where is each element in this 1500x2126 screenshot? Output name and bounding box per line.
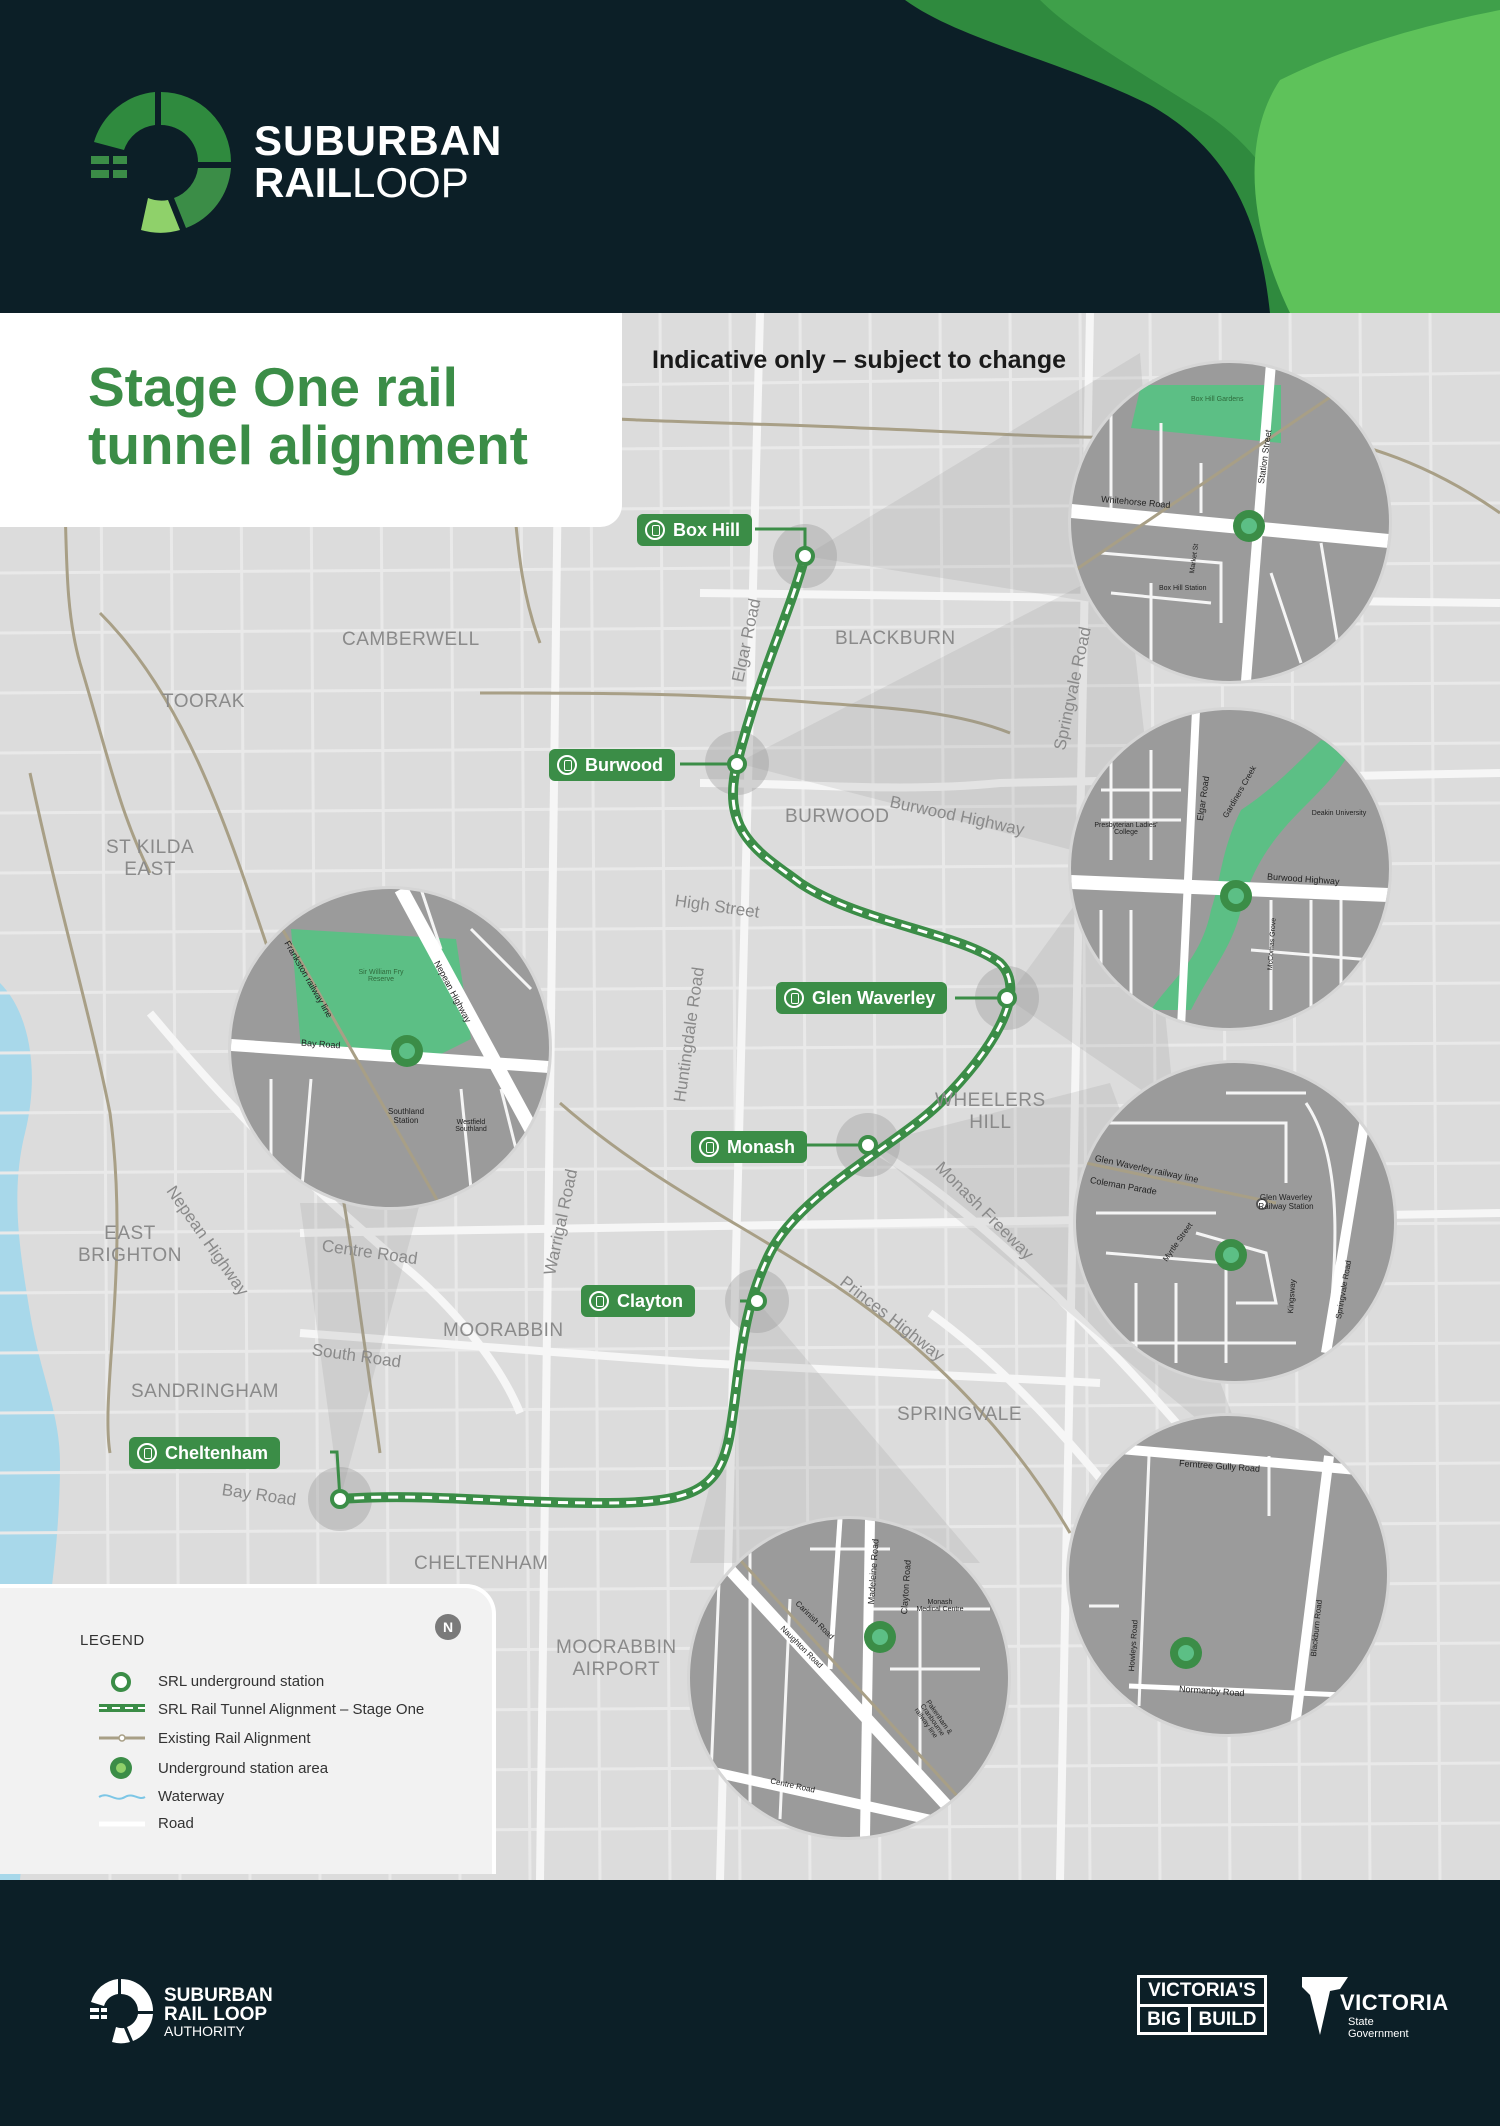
suburb-label: ST KILDA EAST [106,837,195,880]
brand-line2: RAILLOOP [254,162,469,204]
srl-logo-icon [91,92,231,233]
inset-glen-waverley: Glen Waverley railway line Coleman Parad… [1073,1060,1397,1384]
footer-brand: SUBURBAN RAIL LOOP AUTHORITY [164,1986,273,2039]
suburb-label: EAST BRIGHTON [78,1223,182,1266]
inset-monash-map [1089,1443,1370,1734]
vbb-build: BUILD [1198,2009,1257,2030]
legend-station-area-icon [110,1757,132,1779]
legend-item-rail: Existing Rail Alignment [158,1730,311,1747]
station-name: Burwood [585,754,663,775]
vic-sub-line1: State [1348,2016,1374,2028]
suburb-label: TOORAK [162,691,245,712]
inset-clayton-map [698,1519,1008,1837]
inset-box-hill: Box Hill Gardens Station Street Whitehor… [1068,360,1392,684]
station-label-clayton[interactable]: Clayton [581,1285,696,1317]
inset-cheltenham: Frankston railway line Sir William Fry R… [228,886,552,1210]
suburb-label: BURWOOD [785,806,890,827]
vbb-big: BIG [1140,2007,1191,2033]
station-label-glen-waverley[interactable]: Glen Waverley [776,982,948,1014]
station-name: Clayton [617,1290,684,1311]
victoria-map-logo-icon [1302,1977,1348,2035]
inset-monash: Ferntree Gully Road Howleys Road Blackbu… [1066,1413,1390,1737]
inset-box-hill-map [1071,363,1389,681]
footer-brand-line2: RAIL LOOP [164,2004,268,2025]
suburb-label: CHELTENHAM [414,1553,549,1574]
legend-item-waterway: Waterway [158,1788,225,1805]
vbb-line2: BIG BUILD [1140,2007,1264,2033]
vbb-line1: VICTORIA'S [1140,1978,1264,2007]
station-label-box-hill[interactable]: Box Hill [637,514,753,546]
suburb-label: WHEELERS HILL [935,1090,1046,1133]
brand-rail: RAIL [254,159,352,206]
inset-label: Westfield Southland [455,1119,487,1133]
inset-label: Monash Medical Centre [916,1599,964,1613]
vic-sub-line2: Government [1348,2028,1409,2040]
inset-cheltenham-map [231,889,549,1207]
legend-station-icon [111,1672,131,1692]
brand-loop: LOOP [352,159,469,206]
suburb-label: MOORABBIN [443,1320,564,1341]
inset-label: Sir William Fry Reserve [358,969,404,983]
suburb-label: BLACKBURN [835,628,956,649]
inset-label: Box Hill Station [1159,585,1207,592]
station-name: Cheltenham [165,1442,269,1463]
legend-item-tunnel: SRL Rail Tunnel Alignment – Stage One [158,1701,425,1718]
station-name: Glen Waverley [812,987,936,1008]
north-compass-icon: N [435,1614,461,1640]
train-icon [784,988,804,1008]
footer-band [0,1880,1500,2126]
srla-logo-icon [90,1979,153,2044]
legend-item-road: Road [158,1815,194,1832]
suburb-label: SANDRINGHAM [131,1381,280,1402]
footer-brand-line1: SUBURBAN [164,1985,273,2006]
inset-burwood-map [1071,710,1389,1028]
legend-panel [0,1584,496,1874]
header-green-swoosh [905,0,1500,313]
inset-label: Box Hill Gardens [1191,396,1244,403]
legend-symbols [98,1672,146,1827]
title-panel [0,313,622,527]
inset-label: Southland Station [387,1107,425,1125]
brand-line1: SUBURBAN [254,117,503,164]
suburb-label: SPRINGVALE [897,1404,1023,1425]
inset-label: Glen Waverley Railway Station [1258,1193,1314,1211]
train-icon [645,520,665,540]
legend-rail-icon [99,1734,145,1742]
station-label-cheltenham[interactable]: Cheltenham [129,1437,281,1469]
train-icon [699,1137,719,1157]
inset-burwood: Elgar Road Gardiners Creek Presbyterian … [1068,707,1392,1031]
inset-glen-waverley-map [1085,1091,1371,1364]
legend-waterway-icon [98,1794,146,1800]
station-name: Box Hill [673,519,741,540]
disclaimer: Indicative only – subject to change [652,346,1066,374]
footer-brand-line3: AUTHORITY [164,2023,245,2039]
compass-label: N [442,1619,454,1635]
header-band: SUBURBAN RAILLOOP [0,0,1500,313]
train-icon [137,1443,157,1463]
legend-item-station-area: Underground station area [158,1760,329,1777]
page-title: Stage One rail tunnel alignment [88,356,528,476]
victorias-big-build-logo: VICTORIA'S BIG BUILD [1137,1975,1267,2035]
legend-item-station: SRL underground station [158,1673,325,1690]
suburb-label: MOORABBIN AIRPORT [556,1637,677,1680]
train-icon [589,1291,609,1311]
victoria-wordmark: VICTORIA [1340,1990,1449,2015]
state-government-text: State Government [1348,2016,1409,2040]
suburb-label: CAMBERWELL [342,629,480,650]
station-name: Monash [727,1136,796,1157]
inset-label: Deakin University [1311,810,1367,817]
station-label-burwood[interactable]: Burwood [549,749,675,781]
inset-label: Presbyterian Ladies' College [1094,822,1158,836]
train-icon [557,755,577,775]
legend-title: LEGEND [80,1632,145,1649]
station-label-monash[interactable]: Monash [691,1131,808,1163]
inset-clayton: Madeleine Road Clayton Road Carinish Roa… [687,1516,1011,1840]
